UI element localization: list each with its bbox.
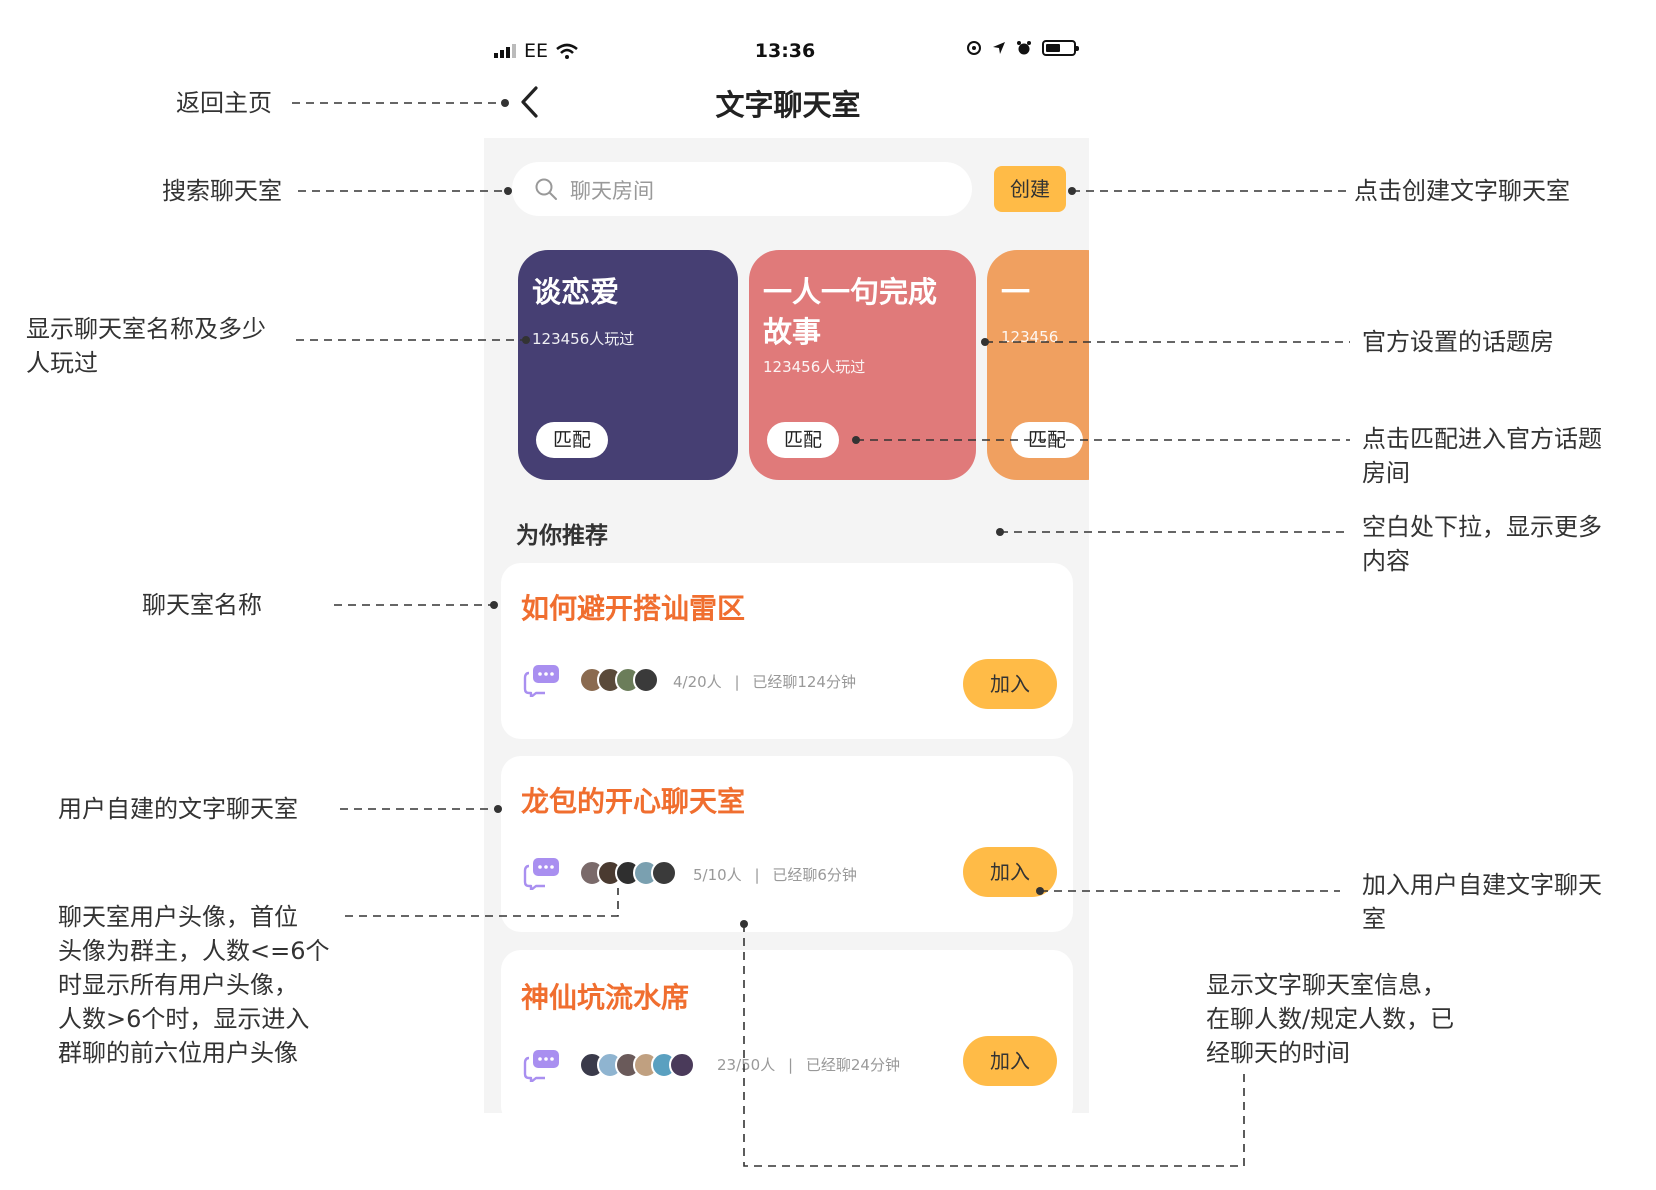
annotation-line: 房间 [1362, 459, 1410, 487]
status-right [966, 40, 1079, 56]
topic-card[interactable]: 谈恋爱 123456人玩过 匹配 [518, 250, 738, 480]
search-placeholder: 聊天房间 [570, 179, 654, 203]
annotation-pull-more: 空白处下拉，显示更多 内容 [1362, 510, 1602, 578]
search-input[interactable]: 聊天房间 [512, 162, 972, 216]
avatar [633, 667, 659, 693]
battery-icon [1042, 40, 1079, 56]
room-card[interactable]: 龙包的开心聊天室 5/10人 | 已经聊6分钟 加入 [501, 756, 1073, 932]
annotation-line: 时显示所有用户头像， [58, 971, 298, 999]
annotation-line: 内容 [1362, 547, 1410, 575]
info-divider: | [734, 673, 740, 691]
annotation-line: 人数>6个时，显示进入 [58, 1005, 310, 1033]
avatar-group [579, 860, 677, 886]
topic-name: 一 [1001, 275, 1031, 309]
avatar [651, 860, 677, 886]
annotation-line: 空白处下拉，显示更多 [1362, 513, 1602, 541]
room-name: 神仙坑流水席 [521, 981, 690, 1014]
annotation-create-room: 点击创建文字聊天室 [1354, 177, 1570, 205]
annotation-user-created: 用户自建的文字聊天室 [58, 795, 298, 823]
page-title: 文字聊天室 [715, 88, 861, 122]
annotation-line: 经聊天的时间 [1206, 1039, 1350, 1067]
alarm-icon [1017, 41, 1031, 55]
search-icon [535, 178, 557, 200]
annotation-back-home: 返回主页 [176, 89, 272, 117]
topic-name: 一人一句完成故事 [763, 275, 938, 349]
chat-duration: 已经聊124分钟 [752, 673, 856, 691]
topic-play-count: 123456人玩过 [763, 358, 866, 376]
annotation-line: 点击匹配进入官方话题 [1362, 425, 1602, 453]
chat-bubble-icon [523, 1050, 559, 1082]
avatar [669, 1052, 695, 1078]
wifi-icon [556, 43, 578, 59]
join-button[interactable]: 加入 [963, 659, 1057, 709]
section-title: 为你推荐 [516, 523, 608, 549]
annotation-line: 聊天室用户头像，首位 [58, 903, 298, 931]
carrier-label: EE [524, 40, 549, 62]
avatar-group [579, 667, 659, 693]
chat-room-screen[interactable]: 聊天房间 创建 谈恋爱 123456人玩过 匹配 一人一句完成故事 123456… [484, 138, 1089, 1113]
room-name: 如何避开搭讪雷区 [521, 592, 746, 625]
topic-card[interactable]: 一人一句完成故事 123456人玩过 匹配 [749, 250, 976, 480]
chat-bubble-icon [523, 665, 559, 697]
signal-icon [494, 44, 516, 58]
annotation-room-info: 显示文字聊天室信息， 在聊人数/规定人数，已 经聊天的时间 [1206, 968, 1454, 1070]
avatar-group [579, 1052, 695, 1078]
annotation-line: 加入用户自建文字聊天 [1362, 871, 1602, 899]
topic-card[interactable]: 一 123456 匹配 [987, 250, 1089, 480]
status-left: EE [494, 40, 578, 62]
annotation-join: 加入用户自建文字聊天 室 [1362, 868, 1602, 936]
join-button[interactable]: 加入 [963, 1036, 1057, 1086]
annotation-line: 在聊人数/规定人数，已 [1206, 1005, 1455, 1033]
location-icon [993, 42, 1005, 54]
annotation-line: 头像为群主，人数<=6个 [58, 937, 330, 965]
annotation-line: 室 [1362, 905, 1386, 933]
room-name: 龙包的开心聊天室 [521, 785, 746, 818]
match-button[interactable]: 匹配 [767, 422, 839, 458]
annotation-search-room: 搜索聊天室 [162, 177, 282, 205]
annotation-line: 人玩过 [26, 349, 98, 377]
member-count: 4/20人 [673, 673, 722, 691]
info-divider: | [754, 866, 760, 884]
annotation-room-name: 聊天室名称 [142, 591, 262, 619]
chat-bubble-icon [523, 858, 559, 890]
topic-play-count: 123456人玩过 [532, 330, 635, 348]
chat-duration: 已经聊24分钟 [805, 1056, 900, 1074]
rotation-lock-icon [967, 41, 981, 55]
annotation-line: 显示聊天室名称及多少 [26, 315, 266, 343]
chat-duration: 已经聊6分钟 [772, 866, 857, 884]
back-arrow-icon[interactable] [518, 84, 542, 120]
annotation-match: 点击匹配进入官方话题 房间 [1362, 422, 1602, 490]
status-time: 13:36 [754, 40, 816, 62]
status-bar: EE 13:36 [490, 36, 1080, 66]
info-divider: | [788, 1056, 794, 1074]
annotation-line: 群聊的前六位用户头像 [58, 1039, 298, 1067]
member-count: 23/50人 [717, 1056, 776, 1074]
annotation-show-name: 显示聊天室名称及多少 人玩过 [26, 312, 266, 380]
topic-name: 谈恋爱 [532, 275, 620, 309]
annotation-avatars: 聊天室用户头像，首位 头像为群主，人数<=6个 时显示所有用户头像， 人数>6个… [58, 900, 330, 1070]
room-info: 23/50人 | 已经聊24分钟 [717, 1054, 900, 1075]
room-card[interactable]: 神仙坑流水席 23/50人 | 已经聊24分钟 加入 [501, 950, 1073, 1113]
match-button[interactable]: 匹配 [536, 422, 608, 458]
room-info: 5/10人 | 已经聊6分钟 [693, 864, 857, 885]
room-card[interactable]: 如何避开搭讪雷区 4/20人 | 已经聊124分钟 加入 [501, 563, 1073, 739]
create-room-button[interactable]: 创建 [994, 166, 1066, 212]
room-info: 4/20人 | 已经聊124分钟 [673, 671, 856, 692]
annotation-line: 显示文字聊天室信息， [1206, 971, 1446, 999]
annotation-official-topic: 官方设置的话题房 [1362, 328, 1554, 356]
member-count: 5/10人 [693, 866, 742, 884]
